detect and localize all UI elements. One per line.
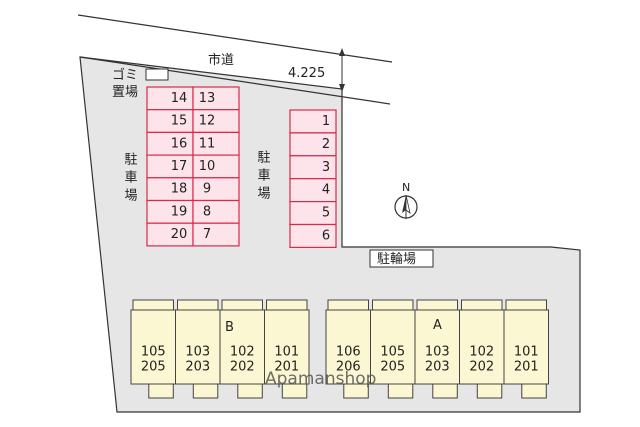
unit-number-upper: 103 (185, 345, 210, 360)
unit-upper-step (327, 299, 369, 311)
unit-entrance (281, 383, 308, 399)
parking-space-number: 15 (171, 114, 188, 129)
parking-left-label-2: 車 (124, 171, 137, 186)
dimension-arrow-top (339, 48, 345, 56)
parking-space (192, 199, 240, 224)
parking-space-number: 4 (322, 183, 330, 198)
parking-left-group: 14 13 15 12 16 11 17 10 18 9 19 8 20 7 (146, 86, 240, 247)
unit-number-upper: 103 (425, 345, 450, 360)
unit-upper-step (177, 299, 219, 311)
parking-left-label-1: 駐 (124, 153, 137, 168)
parking-space-number: 8 (203, 204, 211, 219)
parking-space-number: 5 (322, 206, 330, 221)
parking-space-number: 13 (199, 91, 216, 106)
parking-space-number: 11 (199, 136, 216, 151)
unit-number-lower: 206 (336, 360, 361, 375)
garbage-label-line2: 置場 (112, 85, 138, 100)
watermark: Apamanshop (265, 369, 376, 389)
unit-upper-step (372, 299, 414, 311)
parking-space-number: 2 (322, 137, 330, 152)
parking-space-number: 20 (171, 227, 188, 242)
parking-space-number: 17 (171, 159, 188, 174)
parking-space-number: 7 (203, 227, 211, 242)
unit-body (503, 309, 549, 385)
unit-entrance (387, 383, 414, 399)
parking-space (289, 223, 337, 248)
parking-right-label-3: 場 (257, 187, 270, 202)
unit-body (130, 309, 176, 385)
garbage-box (145, 68, 169, 81)
unit-number-lower: 203 (425, 360, 450, 375)
parking-space (192, 222, 240, 247)
parking-space-number: 16 (171, 136, 188, 151)
unit-number-upper: 101 (514, 345, 539, 360)
unit-number-upper: 105 (141, 345, 166, 360)
unit-entrance (192, 383, 219, 399)
unit-upper-step (132, 299, 174, 311)
unit-upper-step (461, 299, 503, 311)
parking-space-number: 3 (322, 160, 330, 175)
parking-space (192, 177, 240, 202)
unit-entrance (237, 383, 263, 399)
building-a-label: A (433, 318, 442, 333)
unit-number-lower: 202 (469, 360, 494, 375)
road-edge-top (77, 14, 393, 63)
unit-number-upper: 105 (380, 345, 405, 360)
unit-number-lower: 201 (274, 360, 299, 375)
unit-number-lower: 201 (514, 360, 539, 375)
unit-number-lower: 205 (380, 360, 405, 375)
unit-number-upper: 102 (230, 345, 255, 360)
unit-body (175, 309, 221, 385)
unit-entrance (476, 383, 503, 399)
unit-number-lower: 202 (230, 360, 255, 375)
unit-number-upper: 102 (469, 345, 494, 360)
dimension-arrow-bottom (339, 84, 345, 92)
parking-right-label-1: 駐 (257, 151, 270, 166)
north-label: N (402, 181, 410, 194)
parking-space-number: 19 (171, 204, 188, 219)
parking-right-label-2: 車 (257, 169, 270, 184)
road-edge-bottom (79, 56, 391, 105)
building-b-label: B (225, 320, 234, 335)
unit-entrance (343, 383, 369, 399)
unit-number-lower: 205 (141, 360, 166, 375)
unit-upper-step (266, 299, 308, 311)
bicycle-parking-box (369, 249, 434, 268)
unit-entrance (148, 383, 174, 399)
parking-space-number: 14 (171, 91, 188, 106)
unit-upper-step (505, 299, 547, 311)
north-arrow-icon (394, 194, 418, 219)
parking-left-label-3: 場 (124, 189, 137, 204)
parking-space-number: 10 (199, 159, 216, 174)
parking-space-number: 12 (199, 114, 216, 129)
unit-number-upper: 106 (336, 345, 361, 360)
garbage-label-line1: ゴミ (112, 67, 138, 83)
unit-entrance (521, 383, 547, 399)
unit-upper-step (221, 299, 263, 311)
unit-number-lower: 203 (185, 360, 210, 375)
unit-entrance (432, 383, 458, 399)
parking-right-group: 1 2 3 4 5 6 (289, 109, 337, 248)
unit-body (219, 309, 265, 385)
parking-space-number: 1 (322, 114, 330, 129)
unit-upper-step (416, 299, 458, 311)
unit-body (325, 309, 371, 385)
road-label: 市道 (208, 52, 234, 68)
parking-space-number: 6 (322, 228, 330, 243)
unit-number-upper: 101 (274, 345, 299, 360)
road-width-label: 4.225 (288, 66, 325, 81)
parking-space-number: 9 (203, 182, 211, 197)
parking-space-number: 18 (171, 182, 188, 197)
bicycle-parking-label: 駐輪場 (377, 251, 416, 267)
unit-body (264, 309, 310, 385)
